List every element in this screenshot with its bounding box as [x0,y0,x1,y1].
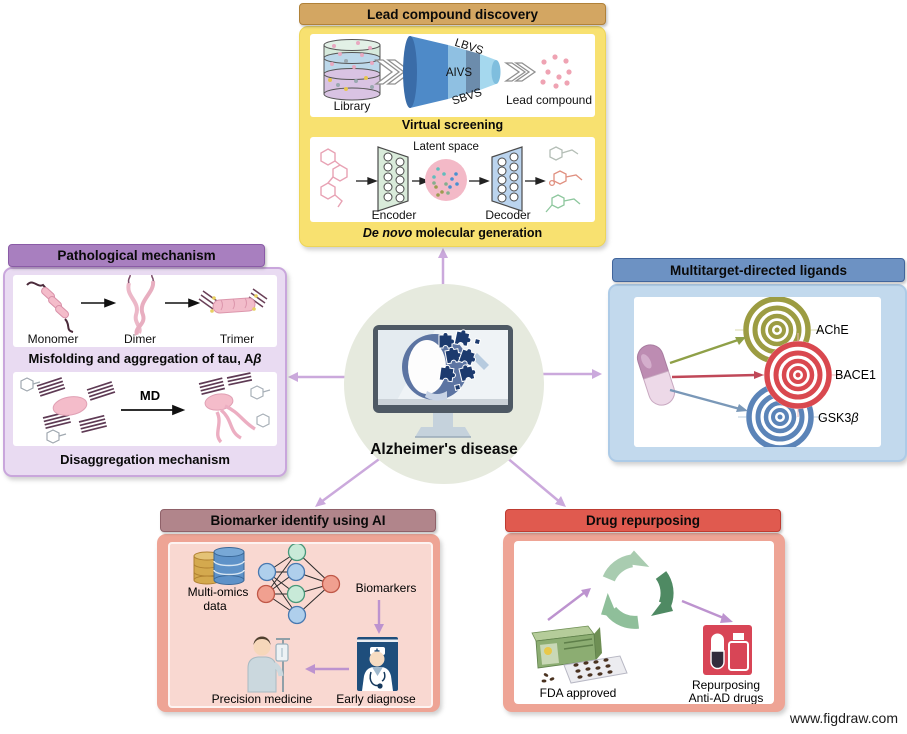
de-novo-caption: De novo molecular generation [300,226,605,240]
decoder-icon [491,146,523,212]
hub-label: Alzheimer's disease [370,441,518,458]
lead-discovery-panel: LBVS AIVS SBVS Library Lead compound Vir… [299,26,606,247]
multiomics-label-1: Multi-omics [188,585,249,599]
chevron-arrow-icon [503,62,537,82]
misfolding-text: Misfolding and aggregation of tau, A [28,351,254,366]
lead-compound-dots [540,54,572,89]
disaggregation-box: MD [13,372,277,446]
biomarker-panel: Multi-omics data Biomarkers Early diagno… [157,534,440,712]
gsk3b-label: GSK3β [818,411,859,425]
encoder-icon [377,146,409,212]
dimer-icon [126,275,156,336]
biomarkers-label: Biomarkers [356,581,417,595]
monomer-icon [26,281,74,333]
neural-network-icon [256,544,341,625]
misfolding-caption: Misfolding and aggregation of tau, Aβ [5,351,285,366]
bace1-label: BACE1 [835,368,876,382]
multiomics-database-icon [193,547,245,585]
lead-compound-label: Lead compound [506,93,592,107]
drug-repurposing-panel: FDA approved Repurposing Anti-AD drugs [503,533,785,712]
monitor-brain-icon [373,325,513,438]
generated-molecules-icon [545,146,583,213]
pathological-mechanism-header: Pathological mechanism [8,244,265,267]
early-diagnose-label: Early diagnose [336,692,416,706]
ache-label: AChE [816,323,849,337]
fibril-aggregate-icon [20,377,116,444]
encoder-label: Encoder [372,208,417,222]
fda-medicine-box-icon [531,625,628,684]
recycle-icon [601,550,674,629]
figdraw-watermark: www.figdraw.com [789,710,898,726]
precision-left-arrow [305,664,349,674]
virtual-screening-caption: Virtual screening [401,118,504,132]
screening-funnel-icon [403,36,501,108]
pathological-mechanism-panel: Monomer Dimer Trimer Misfolding and aggr… [3,267,287,477]
drug-repurposing-header: Drug repurposing [505,509,781,532]
lead-discovery-header: Lead compound discovery [299,3,606,25]
trimer-label: Trimer [220,332,254,346]
pill-target-arrows [669,337,764,412]
aivs-label: AIVS [446,67,473,79]
alzheimers-hub: Alzheimer's disease [344,284,544,484]
drug-repurposing-box: FDA approved Repurposing Anti-AD drugs [514,541,774,704]
bace1-target-icon [756,333,842,417]
precision-medicine-label: Precision medicine [212,692,313,706]
fda-up-arrow [547,588,591,621]
latent-space-icon [425,159,467,201]
latent-space-label: Latent space [413,141,479,153]
anti-ad-drugs-icon [703,625,752,675]
de-novo-box: Latent space Encoder Decoder [310,137,595,222]
de-novo-rest: molecular generation [412,226,543,240]
library-label: Library [334,99,371,113]
biomarker-header: Biomarker identify using AI [160,509,436,532]
biomarkers-down-arrow [374,600,384,634]
mtdl-header: Multitarget-directed ligands [612,258,905,282]
disaggregation-caption: Disaggregation mechanism [60,452,230,467]
doctor-icon [357,637,398,691]
multiomics-label-2: data [203,599,227,613]
mtdl-box: AChE BACE1 GSK3β [634,297,881,447]
mtdl-panel: AChE BACE1 GSK3β [608,284,907,462]
fda-approved-label: FDA approved [540,686,617,700]
compound-library-icon [323,39,381,101]
trimer-icon [198,288,268,314]
virtual-screening-box: LBVS AIVS SBVS Library Lead compound [310,34,595,117]
biomarker-box: Multi-omics data Biomarkers Early diagno… [168,542,433,708]
patient-iv-icon [247,636,290,693]
dimer-label: Dimer [124,332,156,346]
monomer-label: Monomer [28,332,79,346]
misfolding-beta: β [253,351,262,366]
md-label: MD [140,388,160,403]
repurposing-label-1: Repurposing [692,678,760,692]
aggregation-box: Monomer Dimer Trimer [13,275,277,347]
pill-icon [636,344,676,406]
de-novo-italic: De novo [362,226,413,240]
decoder-label: Decoder [485,208,530,222]
repurpose-down-arrow [681,599,733,623]
disaggregated-fibril-icon [198,372,271,444]
repurposing-label-2: Anti-AD drugs [689,691,764,704]
input-molecule-icon [320,148,348,208]
